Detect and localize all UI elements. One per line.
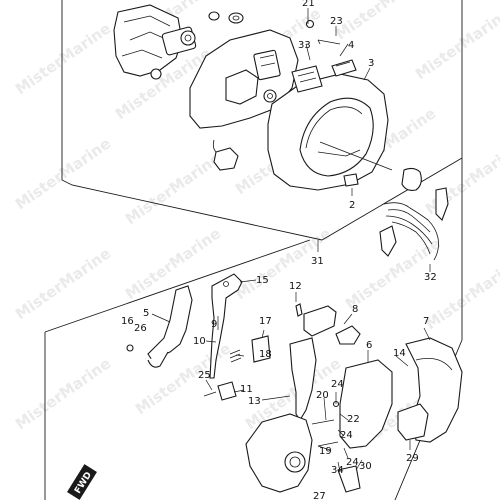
callout-14: 14 — [393, 348, 406, 359]
callout-12: 12 — [289, 281, 302, 292]
detent-and-bracket — [203, 305, 361, 401]
back-plate — [189, 29, 299, 171]
callout-26: 26 — [134, 323, 147, 334]
callout-16: 16 — [121, 316, 134, 327]
control-mechanism-assembly — [113, 4, 244, 80]
callout-32: 32 — [424, 272, 437, 283]
callout-20: 20 — [316, 390, 329, 401]
leader-lines — [151, 8, 431, 473]
watermark-text: MisterMarine — [12, 244, 114, 323]
watermark-text: MisterMarine — [422, 139, 500, 218]
callout-22: 22 — [347, 414, 360, 425]
callout-31: 31 — [311, 256, 324, 267]
upper-assembly-frame — [61, 0, 463, 241]
watermark-text: MisterMarine — [132, 339, 234, 418]
callout-7: 7 — [423, 316, 429, 327]
callout-21: 21 — [302, 0, 315, 9]
handle-housing — [311, 337, 463, 493]
watermark-text: MisterMarine — [422, 254, 500, 333]
callout-34: 34 — [331, 465, 344, 476]
control-lever-assembly — [245, 337, 317, 493]
callout-2: 2 — [349, 200, 355, 211]
callout-13: 13 — [248, 396, 261, 407]
lever-parts — [126, 273, 303, 379]
callout-24a: 24 — [331, 379, 344, 390]
callout-6: 6 — [366, 340, 372, 351]
watermark-text: MisterMarine — [122, 149, 224, 228]
watermark-text: MisterMarine — [412, 4, 500, 83]
fwd-badge: FWD — [67, 464, 97, 500]
watermark-text: MisterMarine — [332, 0, 434, 43]
callout-25: 25 — [198, 370, 211, 381]
lower-frame-top-edge — [44, 239, 311, 333]
remote-cover-housing — [267, 73, 393, 191]
callout-29: 29 — [406, 453, 419, 464]
callout-27: 27 — [313, 491, 326, 500]
callout-labels: 21 23 33 4 3 2 31 32 15 5 12 8 7 16 26 9… — [121, 0, 437, 500]
callout-11: 11 — [240, 384, 253, 395]
callout-10: 10 — [193, 336, 206, 347]
callout-5: 5 — [143, 308, 149, 319]
callout-24b: 24 — [340, 430, 353, 441]
watermark-text: MisterMarine — [12, 19, 114, 98]
callout-3: 3 — [368, 58, 374, 69]
callout-9: 9 — [211, 319, 217, 330]
callout-18: 18 — [259, 349, 272, 360]
callout-15: 15 — [256, 275, 269, 286]
watermark-text: MisterMarine — [12, 354, 114, 433]
small-hardware-upper — [291, 19, 422, 191]
callout-30: 30 — [359, 461, 372, 472]
callout-17: 17 — [259, 316, 272, 327]
callout-23: 23 — [330, 16, 343, 27]
watermark-text: MisterMarine — [122, 224, 224, 303]
callout-8: 8 — [352, 304, 358, 315]
callout-33: 33 — [298, 40, 311, 51]
lanyard-cord — [379, 187, 449, 261]
watermark-text: MisterMarine — [12, 134, 114, 213]
callout-19: 19 — [319, 446, 332, 457]
callout-24c: 24 — [346, 457, 359, 468]
callout-4: 4 — [348, 40, 354, 51]
